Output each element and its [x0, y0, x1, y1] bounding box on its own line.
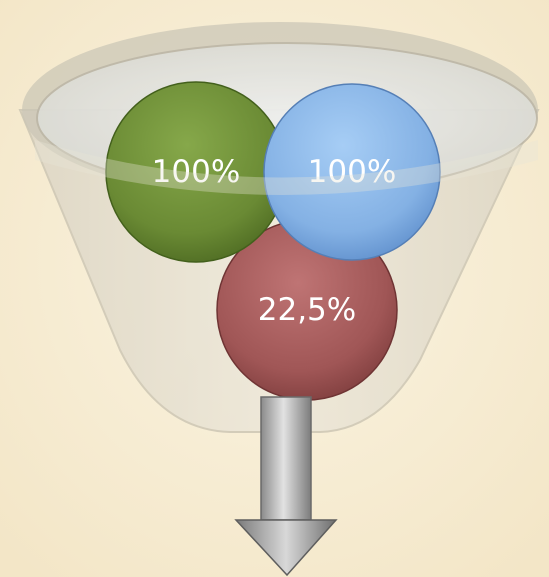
circle-red-label: 22,5% [258, 292, 356, 328]
down-arrow-icon [234, 396, 338, 577]
circle-blue: 100% [263, 83, 441, 261]
circle-green: 100% [105, 81, 287, 263]
circle-blue-label: 100% [308, 154, 397, 190]
funnel-front-lip [35, 140, 538, 195]
circle-red: 22,5% [216, 219, 398, 401]
circle-green-label: 100% [152, 154, 241, 190]
